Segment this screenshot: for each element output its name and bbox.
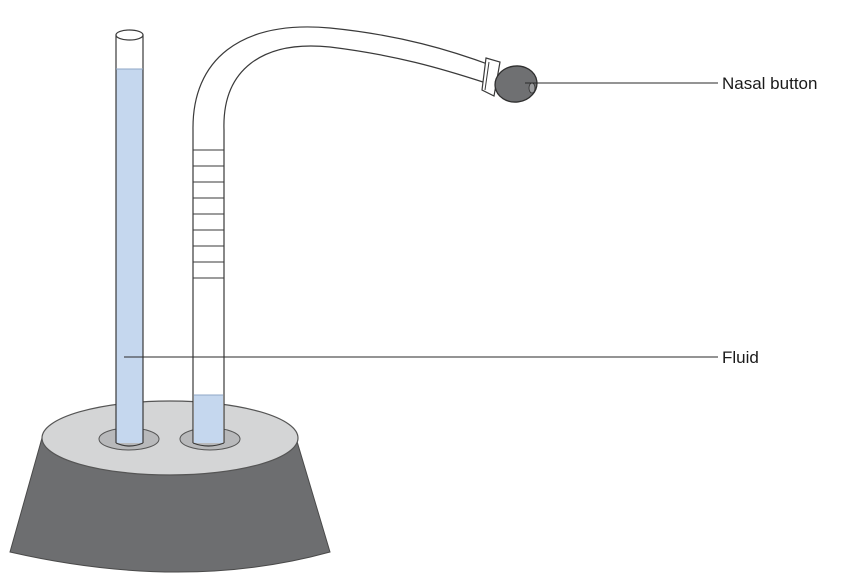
bent-tube-body <box>192 26 493 444</box>
base <box>9 400 331 573</box>
bent-tube <box>192 26 501 447</box>
nasal-button <box>494 65 538 103</box>
left-tube-opening <box>115 29 144 41</box>
left-fluid-tube <box>115 29 144 447</box>
tube-ridges <box>193 149 224 279</box>
base-side <box>9 437 331 573</box>
fluid-label: Fluid <box>722 348 759 367</box>
nasal-button-bulb <box>494 65 538 103</box>
left-tube-bottom <box>115 442 144 447</box>
bent-tube-fluid <box>194 395 223 443</box>
base-top <box>41 400 299 476</box>
bent-tube-bottom <box>192 442 225 447</box>
nasal-button-tip <box>528 82 536 94</box>
left-tube-empty-top <box>116 35 143 69</box>
nasal-button-label: Nasal button <box>722 74 817 93</box>
left-tube-fluid <box>116 69 143 443</box>
